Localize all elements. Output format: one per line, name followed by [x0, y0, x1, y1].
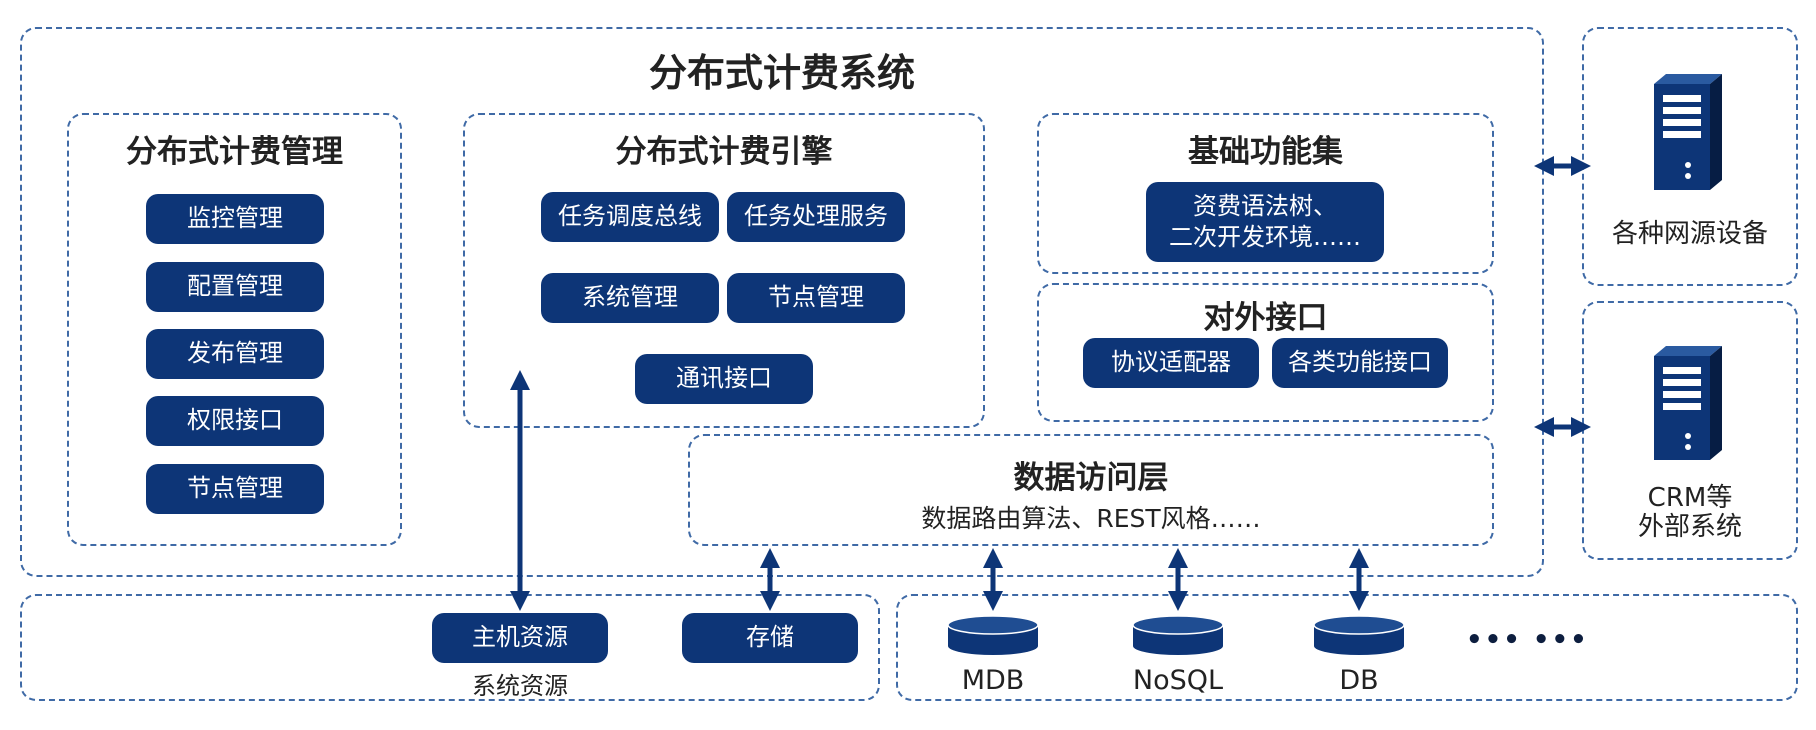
engine-item-comm-interface[interactable]: 通讯接口 — [635, 354, 813, 404]
engine-box — [463, 113, 985, 428]
management-box — [67, 113, 402, 546]
db-label-db: DB — [1339, 665, 1379, 696]
basic-functions-item[interactable]: 资费语法树、 二次开发环境…… — [1146, 182, 1384, 262]
external-interface-function-interfaces[interactable]: 各类功能接口 — [1272, 338, 1448, 388]
host-resources-item[interactable]: 主机资源 — [432, 613, 608, 663]
data-access-layer-title: 数据访问层 — [1013, 460, 1169, 496]
system-resources-label: 系统资源 — [472, 672, 568, 700]
engine-item-system-mgmt[interactable]: 系统管理 — [541, 273, 719, 323]
basic-functions-item-line1: 资费语法树、 — [1193, 191, 1337, 220]
network-devices-label: 各种网源设备 — [1611, 219, 1768, 249]
management-item-publish[interactable]: 发布管理 — [146, 329, 324, 379]
databases-box — [896, 594, 1798, 701]
database-icon-nosql — [1132, 615, 1224, 655]
db-label-nosql: NoSQL — [1132, 665, 1224, 696]
database-icon-db — [1313, 615, 1405, 655]
external-interface-box — [1037, 283, 1494, 422]
management-item-config[interactable]: 配置管理 — [146, 262, 324, 312]
crm-external-label-line2: 外部系统 — [1637, 512, 1742, 542]
data-access-layer-box — [688, 434, 1494, 546]
management-item-permission[interactable]: 权限接口 — [146, 396, 324, 446]
management-title: 分布式计费管理 — [126, 134, 343, 170]
external-interface-title: 对外接口 — [1203, 300, 1328, 336]
external-interface-protocol-adapter[interactable]: 协议适配器 — [1083, 338, 1259, 388]
more-databases-ellipsis: ••• ••• — [1466, 625, 1589, 655]
server-icon — [1654, 346, 1722, 460]
server-icon — [1654, 74, 1722, 190]
engine-title: 分布式计费引擎 — [615, 134, 833, 170]
engine-item-node-mgmt[interactable]: 节点管理 — [727, 273, 905, 323]
database-icon-mdb — [947, 615, 1039, 655]
engine-item-task-bus[interactable]: 任务调度总线 — [541, 192, 719, 242]
db-label-mdb: MDB — [961, 665, 1025, 696]
basic-functions-box — [1037, 113, 1494, 274]
engine-item-task-service[interactable]: 任务处理服务 — [727, 192, 905, 242]
management-item-monitor[interactable]: 监控管理 — [146, 194, 324, 244]
basic-functions-title: 基础功能集 — [1188, 134, 1343, 170]
system-title: 分布式计费系统 — [648, 51, 915, 95]
management-item-node[interactable]: 节点管理 — [146, 464, 324, 514]
system-resources-box — [20, 594, 880, 701]
crm-external-label-line1: CRM等 — [1647, 483, 1733, 513]
distributed-billing-system-box — [20, 27, 1544, 577]
basic-functions-item-line2: 二次开发环境…… — [1169, 223, 1361, 251]
data-access-layer-subtitle: 数据路由算法、REST风格…… — [921, 504, 1261, 533]
storage-item[interactable]: 存储 — [682, 613, 858, 663]
